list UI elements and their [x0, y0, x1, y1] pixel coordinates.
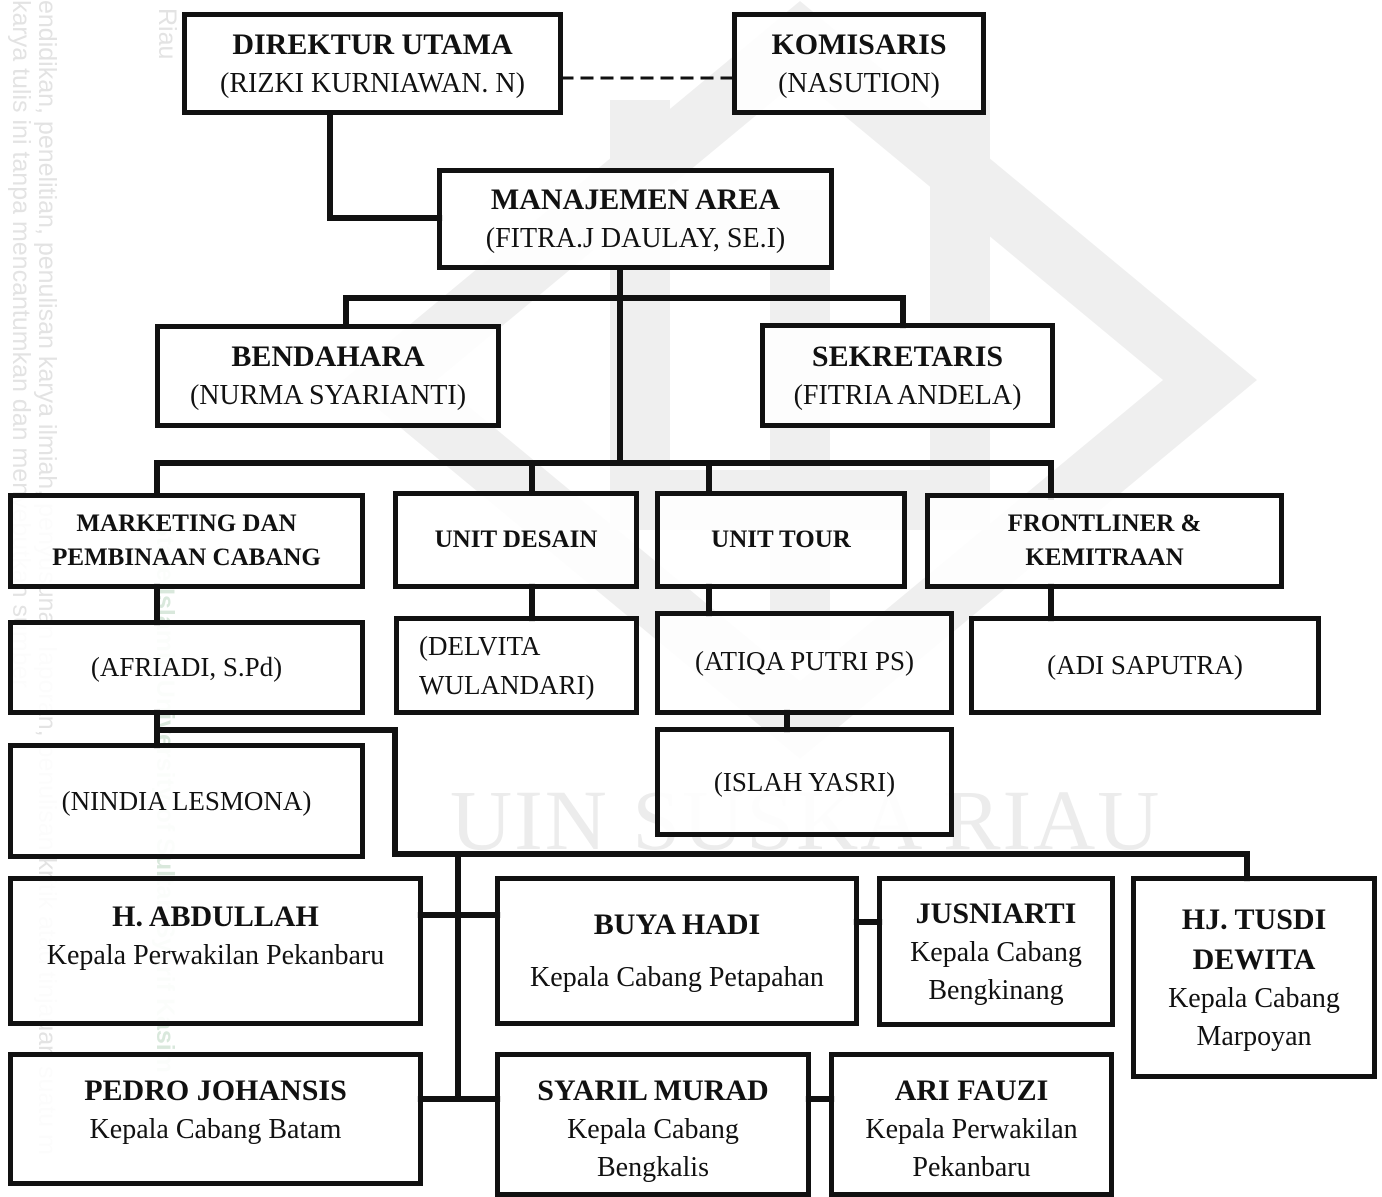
nindia-name: (NINDIA LESMONA): [61, 785, 312, 816]
box-frontliner: FRONTLINER & KEMITRAAN: [925, 493, 1284, 589]
afriadi-name: (AFRIADI, S.Pd): [90, 652, 283, 682]
marketing-title-2: PEMBINAAN CABANG: [52, 544, 321, 571]
buya-name: BUYA HADI: [593, 908, 761, 941]
syaril-role-1: Kepala Cabang: [567, 1114, 739, 1145]
tusdi-role-1: Kepala Cabang: [1168, 982, 1340, 1014]
box-syaril: SYARIL MURAD Kepala Cabang Bengkalis: [495, 1052, 811, 1197]
manajemen-name: (FITRA.J DAULAY, SE.I): [485, 223, 786, 254]
ari-role-2: Pekanbaru: [912, 1152, 1031, 1183]
box-direktur-utama: DIREKTUR UTAMA (RIZKI KURNIAWAN. N): [182, 12, 563, 115]
pedro-role: Kepala Cabang Batam: [89, 1114, 342, 1145]
box-delvita: (DELVITA WULANDARI): [394, 616, 639, 715]
box-atiqa: (ATIQA PUTRI PS): [655, 611, 954, 715]
direktur-title: DIREKTUR UTAMA: [232, 27, 513, 61]
connector-direktur-manajemen: [327, 110, 443, 221]
abdullah-name: H. ABDULLAH: [112, 900, 319, 933]
sekretaris-name: (FITRIA ANDELA): [793, 379, 1022, 411]
box-nindia: (NINDIA LESMONA): [8, 743, 365, 859]
jusniarti-role-2: Bengkinang: [928, 974, 1064, 1006]
komisaris-title: KOMISARIS: [771, 27, 947, 61]
abdullah-role: Kepala Perwakilan Pekanbaru: [46, 940, 385, 971]
box-manajemen-area: MANAJEMEN AREA (FITRA.J DAULAY, SE.I): [437, 168, 834, 270]
box-bendahara: BENDAHARA (NURMA SYARIANTI): [155, 324, 501, 428]
box-unit-desain: UNIT DESAIN: [393, 491, 639, 589]
jusniarti-role-1: Kepala Cabang: [910, 936, 1082, 968]
box-buya-hadi: BUYA HADI Kepala Cabang Petapahan: [495, 876, 859, 1026]
box-marketing: MARKETING DAN PEMBINAAN CABANG: [8, 493, 365, 589]
delvita-name-2: WULANDARI): [419, 669, 595, 700]
box-unit-tour: UNIT TOUR: [655, 491, 907, 589]
atiqa-name: (ATIQA PUTRI PS): [694, 646, 915, 676]
islah-name: (ISLAH YASRI): [713, 766, 896, 797]
pedro-name: PEDRO JOHANSIS: [84, 1074, 347, 1107]
marketing-title-1: MARKETING DAN: [76, 510, 297, 537]
box-abdullah: H. ABDULLAH Kepala Perwakilan Pekanbaru: [8, 876, 423, 1026]
box-afriadi: (AFRIADI, S.Pd): [8, 620, 365, 715]
frontliner-title-1: FRONTLINER &: [1007, 510, 1202, 537]
ari-name: ARI FAUZI: [894, 1074, 1049, 1107]
ari-role-1: Kepala Perwakilan: [865, 1114, 1078, 1145]
bendahara-name: (NURMA SYARIANTI): [189, 380, 467, 411]
box-komisaris: KOMISARIS (NASUTION): [732, 12, 986, 115]
adi-name: (ADI SAPUTRA): [1047, 650, 1243, 680]
tusdi-role-2: Marpoyan: [1196, 1020, 1312, 1052]
komisaris-name: (NASUTION): [778, 67, 940, 99]
box-islah: (ISLAH YASRI): [655, 727, 954, 837]
sekretaris-title: SEKRETARIS: [811, 339, 1004, 373]
box-adi-saputra: (ADI SAPUTRA): [969, 616, 1321, 715]
manajemen-title: MANAJEMEN AREA: [490, 183, 781, 216]
tusdi-name-1: HJ. TUSDI: [1181, 902, 1327, 936]
syaril-name: SYARIL MURAD: [537, 1074, 769, 1107]
tusdi-name-2: DEWITA: [1192, 942, 1316, 976]
direktur-name: (RIZKI KURNIAWAN. N): [220, 67, 525, 99]
box-tusdi-dewita: HJ. TUSDI DEWITA Kepala Cabang Marpoyan: [1131, 876, 1377, 1079]
delvita-name-1: (DELVITA: [419, 630, 541, 661]
jusniarti-name: JUSNIARTI: [915, 896, 1077, 930]
buya-role: Kepala Cabang Petapahan: [530, 962, 824, 993]
box-pedro: PEDRO JOHANSIS Kepala Cabang Batam: [8, 1052, 423, 1186]
box-jusniarti: JUSNIARTI Kepala Cabang Bengkinang: [877, 876, 1115, 1027]
box-sekretaris: SEKRETARIS (FITRIA ANDELA): [760, 323, 1055, 428]
tour-title: UNIT TOUR: [711, 526, 851, 553]
desain-title: UNIT DESAIN: [434, 526, 598, 553]
box-ari-fauzi: ARI FAUZI Kepala Perwakilan Pekanbaru: [829, 1052, 1114, 1197]
frontliner-title-2: KEMITRAAN: [1025, 544, 1184, 571]
bendahara-title: BENDAHARA: [231, 340, 425, 373]
watermark-riau: Riau: [153, 8, 181, 60]
syaril-role-2: Bengkalis: [597, 1152, 709, 1183]
